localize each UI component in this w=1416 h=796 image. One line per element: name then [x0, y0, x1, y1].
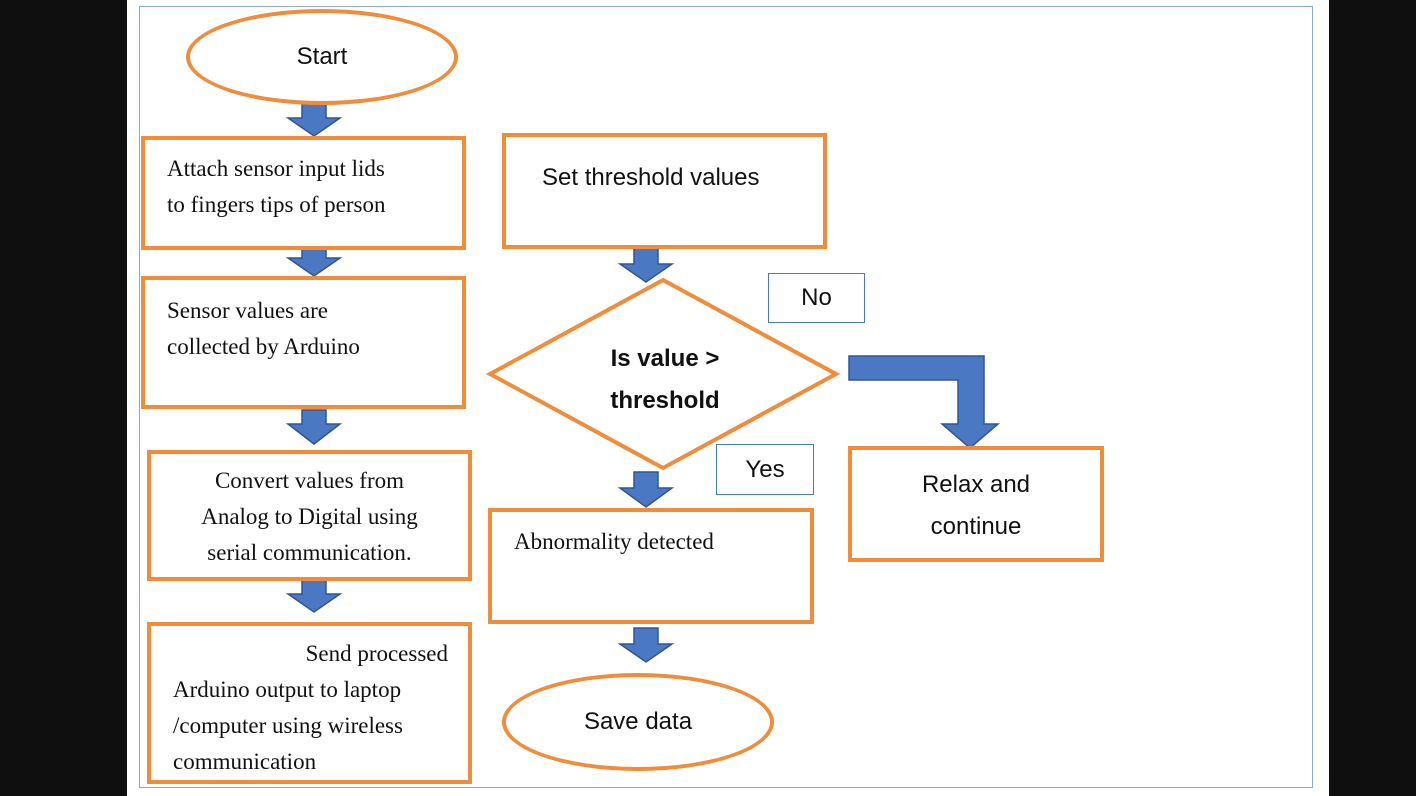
- step-convert-line-3: serial communication.: [207, 540, 412, 565]
- step-attach-sensor: Attach sensor input lids to fingers tips…: [141, 136, 466, 250]
- step-send-line-2: Arduino output to laptop: [173, 677, 402, 702]
- no-label-text: No: [801, 284, 832, 311]
- step-convert-line-2: Analog to Digital using: [201, 504, 418, 529]
- save-label: Save data: [583, 708, 693, 735]
- step-collect-line-2: collected by Arduino: [167, 334, 360, 359]
- step-send-line-4: communication: [173, 749, 317, 774]
- relax-line-2: continue: [930, 513, 1022, 540]
- step-send-output: Send processed Arduino output to laptop …: [147, 622, 472, 784]
- step-threshold-label: Set threshold values: [542, 164, 760, 191]
- step-send-line-1: Send processed: [305, 641, 448, 666]
- no-label: No: [768, 273, 865, 323]
- step-relax: Relax and continue: [848, 446, 1104, 562]
- arrow-decision-to-abnormal: [617, 471, 675, 508]
- arrow-no-to-relax: [848, 355, 1001, 449]
- step-collect-values: Sensor values are collected by Arduino: [141, 276, 466, 409]
- arrow-step3-to-step4: [285, 579, 343, 613]
- decision-text: Is value > threshold: [560, 338, 770, 422]
- step-convert-line-1: Convert values from: [214, 468, 405, 493]
- decision-line-1: Is value >: [610, 345, 720, 372]
- start-label: Start: [296, 43, 348, 70]
- arrow-abnormal-to-save: [617, 627, 675, 663]
- step-attach-line-1: Attach sensor input lids: [167, 156, 385, 181]
- step-attach-line-2: to fingers tips of person: [167, 192, 386, 217]
- decision-line-2: threshold: [610, 387, 720, 414]
- save-terminal: Save data: [502, 673, 774, 771]
- arrow-start-to-step1: [285, 103, 343, 137]
- relax-line-1: Relax and: [921, 471, 1031, 498]
- step-abnormality: Abnormality detected: [488, 508, 814, 624]
- step-set-threshold: Set threshold values: [502, 133, 827, 249]
- decision-diamond: [485, 277, 841, 471]
- step-collect-line-1: Sensor values are: [167, 298, 328, 323]
- diagram-frame: [139, 6, 1313, 788]
- arrow-threshold-to-decision: [617, 247, 675, 283]
- step-convert-values: Convert values from Analog to Digital us…: [147, 450, 472, 581]
- arrow-step2-to-step3: [285, 409, 343, 445]
- yes-label: Yes: [716, 444, 814, 495]
- abnormality-label: Abnormality detected: [514, 529, 714, 554]
- yes-label-text: Yes: [745, 455, 785, 483]
- start-terminal: Start: [186, 9, 458, 105]
- step-send-line-3: /computer using wireless: [173, 713, 403, 738]
